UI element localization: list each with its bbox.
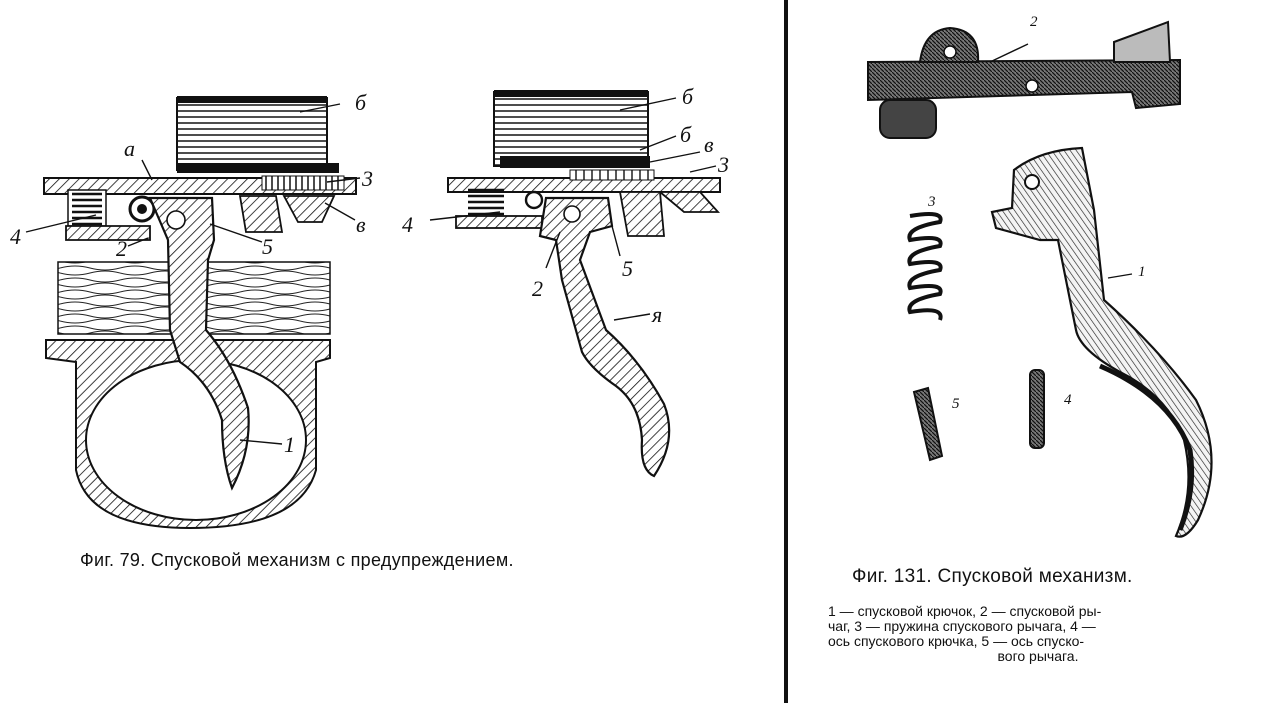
fig79-left-label-1: 1 xyxy=(284,432,295,457)
fig131-axis-5 xyxy=(912,386,944,462)
fig79-left-label-a: а xyxy=(124,136,135,161)
fig131-lever xyxy=(867,20,1181,139)
figure-divider xyxy=(784,0,788,703)
fig131-label-5: 5 xyxy=(952,396,960,412)
fig131-legend-line3: ось спускового крючка, 5 — ось спуско- xyxy=(828,633,1085,649)
fig131-legend-line1: 1 — спусковой крючок, 2 — спусковой ры- xyxy=(828,603,1102,619)
fig131-legend-line4: вого рычага. xyxy=(997,648,1079,664)
fig79-left-label-4: 4 xyxy=(10,224,21,249)
fig131-label-1: 1 xyxy=(1138,264,1146,280)
fig79-right-spring xyxy=(468,188,504,216)
fig79-right-label-b2: б xyxy=(680,122,692,147)
fig79-left-label-v: в xyxy=(356,212,366,237)
fig79-left-trigger xyxy=(148,196,250,491)
fig131-legend: 1 — спусковой крючок, 2 — спусковой ры- … xyxy=(828,604,1248,664)
fig79-right-magazine xyxy=(493,91,649,167)
fig79-left-lever xyxy=(65,225,151,241)
fig131-caption: Фиг. 131. Спусковой механизм. xyxy=(852,566,1133,587)
fig79-left-label-3: 3 xyxy=(361,166,373,191)
fig79-right-trigger xyxy=(538,196,671,478)
fig79-left-label-5: 5 xyxy=(262,234,273,259)
fig79-left-label-b: б xyxy=(355,90,367,115)
fig79-right-label-b1: б xyxy=(682,84,694,109)
fig131-label-4: 4 xyxy=(1064,392,1072,408)
fig79-right-label-5: 5 xyxy=(622,256,633,281)
fig79-right-drawing: б б в 3 4 2 5 я xyxy=(402,84,729,478)
fig79-left-label-2: 2 xyxy=(116,236,127,261)
fig131-drawing: 2 3 1 5 4 xyxy=(867,14,1213,538)
fig131-axis-4 xyxy=(1029,369,1045,449)
fig79-right-label-2: 2 xyxy=(532,276,543,301)
fig79-right-pivot xyxy=(524,190,544,210)
fig79-left-drawing: б 3 в 4 2 5 а 1 xyxy=(10,90,373,530)
fig79-right-label-3: 3 xyxy=(717,152,729,177)
fig131-label-2: 2 xyxy=(1030,14,1038,30)
fig131-label-3: 3 xyxy=(927,194,936,210)
fig79-right-label-4: 4 xyxy=(402,212,413,237)
fig79-left-magazine xyxy=(176,97,328,171)
fig131-trigger xyxy=(990,146,1213,538)
fig79-caption: Фиг. 79. Спусковой механизм с предупрежд… xyxy=(80,550,514,570)
fig79-right-label-v: в xyxy=(704,132,714,157)
fig131-spring xyxy=(907,212,943,321)
fig79-right-label-ya: я xyxy=(651,302,662,327)
fig131-legend-line2: чаг, 3 — пружина спускового рычага, 4 — xyxy=(828,618,1096,634)
